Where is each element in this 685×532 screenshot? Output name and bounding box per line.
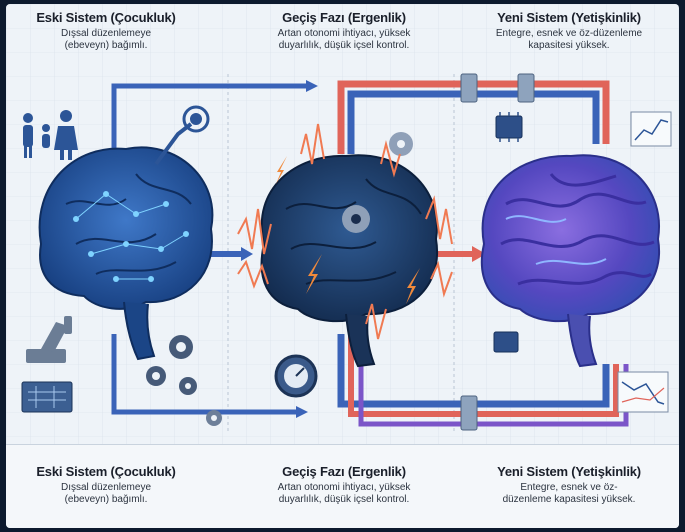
caption-desc-line1: Entegre, esnek ve öz-düzenleme xyxy=(464,28,674,40)
caption-desc-line2: kapasitesi yüksek. xyxy=(464,40,674,52)
caption-title: Geçiş Fazı (Ergenlik) xyxy=(234,10,454,25)
caption-desc-line1: Entegre, esnek ve öz- xyxy=(464,482,674,494)
caption-desc-line2: duyarlılık, düşük içsel kontrol. xyxy=(234,40,454,52)
caption-child-top: Eski Sistem (Çocukluk) Dışsal düzenlemey… xyxy=(6,10,206,52)
small-gear-icon xyxy=(206,410,222,426)
caption-desc-line2: duyarlılık, düşük içsel kontrol. xyxy=(234,494,454,506)
caption-title: Yeni Sistem (Yetişkinlik) xyxy=(464,464,674,479)
caption-teen-bottom: Geçiş Fazı (Ergenlik) Artan otonomi ihti… xyxy=(234,464,454,506)
caption-desc-line1: Artan otonomi ihtiyacı, yüksek xyxy=(234,482,454,494)
caption-desc-line1: Dışsal düzenlemeye xyxy=(6,482,206,494)
caption-title: Eski Sistem (Çocukluk) xyxy=(6,10,206,25)
infographic-canvas: Eski Sistem (Çocukluk) Dışsal düzenlemey… xyxy=(6,4,679,528)
caption-title: Geçiş Fazı (Ergenlik) xyxy=(234,464,454,479)
circuit-board-icon xyxy=(22,382,72,412)
caption-title: Eski Sistem (Çocukluk) xyxy=(6,464,206,479)
caption-desc-line1: Dışsal düzenlemeye xyxy=(6,28,206,40)
caption-child-bottom: Eski Sistem (Çocukluk) Dışsal düzenlemey… xyxy=(6,464,206,506)
caption-desc-line2: (ebeveyn) bağımlı. xyxy=(6,494,206,506)
caption-adult-top: Yeni Sistem (Yetişkinlik) Entegre, esnek… xyxy=(464,10,674,52)
caption-desc-line2: düzenleme kapasitesi yüksek. xyxy=(464,494,674,506)
caption-desc-line2: (ebeveyn) bağımlı. xyxy=(6,40,206,52)
caption-desc-line1: Artan otonomi ihtiyacı, yüksek xyxy=(234,28,454,40)
caption-title: Yeni Sistem (Yetişkinlik) xyxy=(464,10,674,25)
dial-icon xyxy=(276,356,316,396)
caption-teen-top: Geçiş Fazı (Ergenlik) Artan otonomi ihti… xyxy=(234,10,454,52)
caption-adult-bottom: Yeni Sistem (Yetişkinlik) Entegre, esnek… xyxy=(464,464,674,506)
